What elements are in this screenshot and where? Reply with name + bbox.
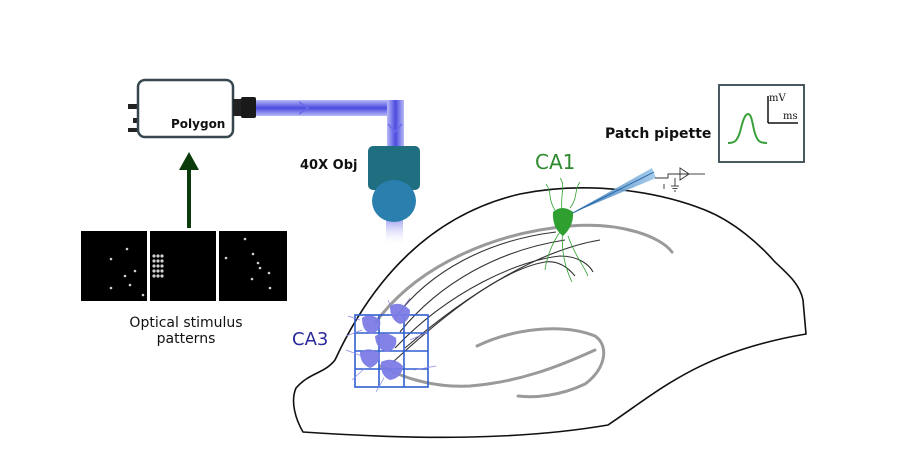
polygon-label: Polygon	[171, 117, 226, 131]
epsp-trace	[718, 84, 805, 163]
ca3-neurons	[345, 297, 437, 393]
trace-mv-label: mV	[769, 93, 786, 104]
trace-ms-label: ms	[783, 111, 798, 122]
objective-label: 40X Obj	[300, 158, 358, 173]
ca1-neuron	[544, 177, 589, 283]
pattern-frame-2	[150, 231, 216, 301]
stimulus-arrow	[179, 152, 199, 228]
polygon-device	[128, 78, 256, 139]
schaffer-collaterals	[392, 231, 601, 363]
light-beam	[256, 100, 404, 246]
ca1-label: CA1	[535, 150, 576, 174]
hippocampal-pathways	[374, 223, 674, 399]
ca3-label: CA3	[292, 329, 329, 350]
pattern-frame-3	[219, 231, 287, 301]
patch-pipette-label: Patch pipette	[605, 126, 712, 142]
pattern-frame-1	[81, 231, 147, 301]
patch-pipette-electrode	[570, 167, 705, 214]
hippocampus-outline	[292, 187, 807, 439]
optical-patterns-label: Optical stimulus patterns	[129, 315, 243, 347]
microscope-objective	[368, 146, 420, 222]
stimulus-patterns	[81, 231, 287, 301]
